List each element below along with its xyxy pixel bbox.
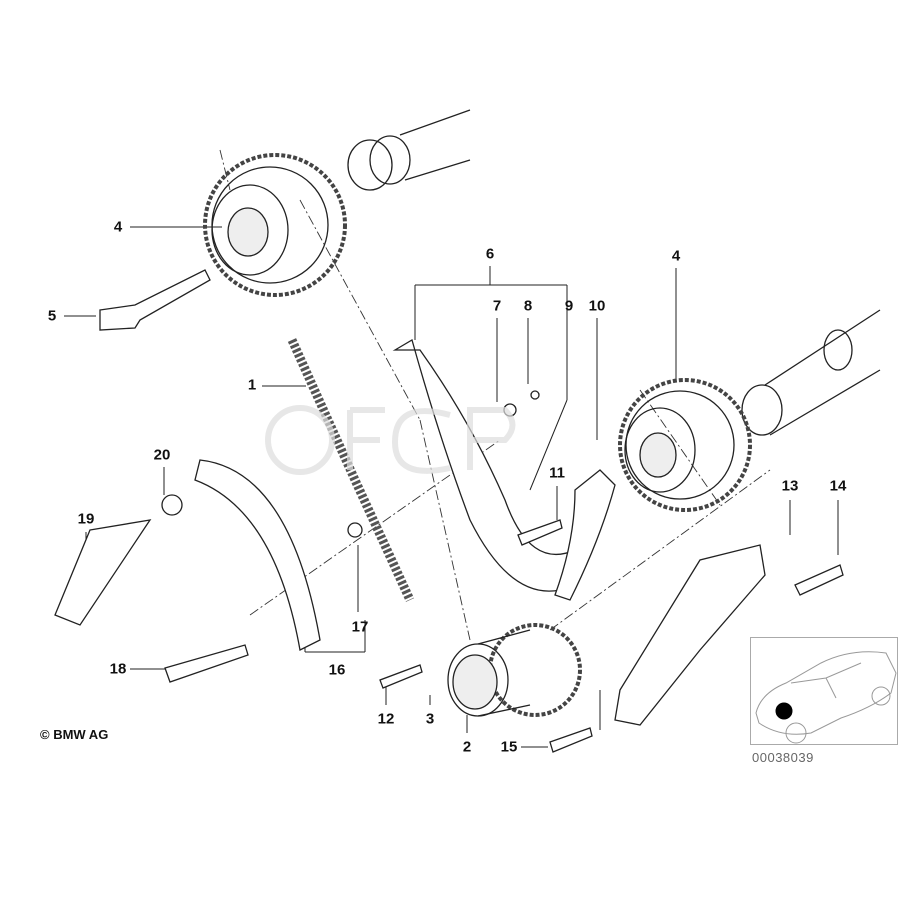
bolt-15	[549, 727, 593, 753]
exhaust-camshaft	[741, 309, 881, 436]
callout-9: 9	[564, 297, 574, 315]
callout-20: 20	[153, 446, 171, 464]
callout-10: 10	[588, 297, 606, 315]
callout-18: 18	[109, 660, 127, 678]
chain-guide	[194, 459, 321, 651]
crank-sprocket	[447, 623, 582, 717]
pin-14	[794, 564, 844, 596]
callout-11: 11	[549, 464, 565, 482]
chain-path	[219, 149, 771, 641]
callout-3: 3	[425, 710, 435, 728]
callout-6: 6	[485, 245, 495, 263]
bolt-5	[99, 269, 211, 331]
callout-13: 13	[781, 477, 799, 495]
guide-rail	[554, 469, 616, 601]
callout-4-exhaust: 4	[671, 247, 681, 265]
chain-tensioner	[54, 519, 152, 626]
callout-16: 16	[328, 661, 346, 679]
o-ring	[161, 494, 183, 516]
bolt-12	[379, 664, 423, 689]
watermark-logo	[265, 405, 516, 475]
bolt-18	[164, 644, 249, 683]
timing-chain	[287, 338, 415, 602]
copyright-text: © BMW AG	[40, 727, 109, 742]
location-marker	[775, 702, 793, 720]
callout-14: 14	[829, 477, 847, 495]
vehicle-locator-inset	[750, 637, 898, 745]
callout-15: 15	[500, 738, 518, 756]
callout-2: 2	[462, 738, 472, 756]
callout-12: 12	[377, 710, 395, 728]
seal-ring	[347, 522, 363, 538]
guide-rail-13	[614, 544, 766, 726]
callout-7: 7	[492, 297, 502, 315]
callout-1: 1	[247, 376, 257, 394]
bolt-11	[517, 519, 563, 546]
circlip	[530, 390, 540, 400]
callout-17: 17	[351, 618, 369, 636]
callout-4-intake: 4	[113, 218, 123, 236]
sprocket-intake	[203, 153, 347, 297]
car-outline-icon	[755, 651, 897, 744]
callout-8: 8	[523, 297, 533, 315]
tensioner-rail	[392, 339, 577, 592]
diagram-code: 00038039	[752, 750, 814, 765]
intake-camshaft	[347, 109, 471, 191]
callout-19: 19	[77, 510, 95, 528]
callout-5: 5	[47, 307, 57, 325]
sprocket-exhaust	[618, 378, 752, 512]
